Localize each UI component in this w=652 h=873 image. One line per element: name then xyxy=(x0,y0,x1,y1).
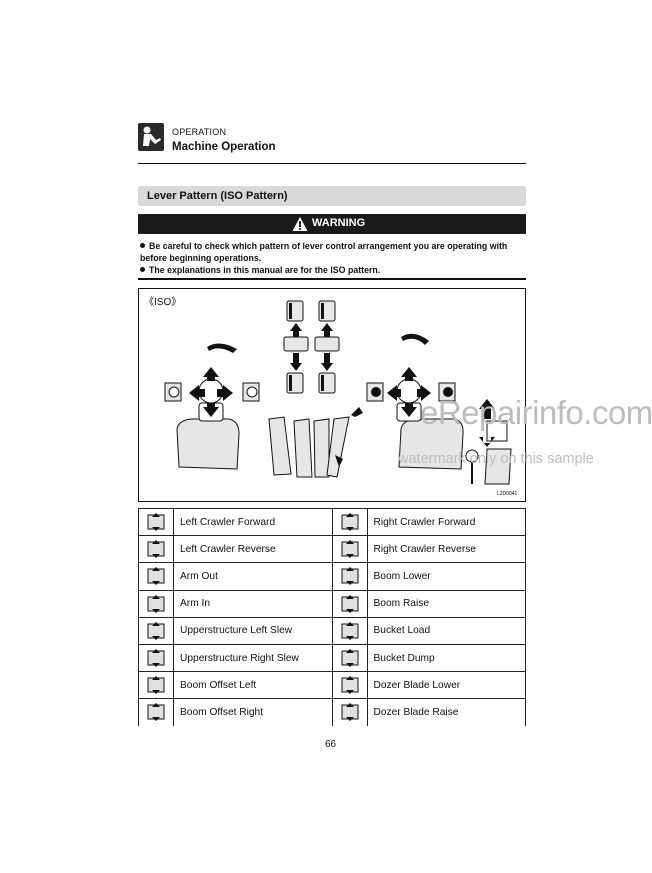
legend-table: Left Crawler Forward Right Crawler Forwar… xyxy=(138,507,526,726)
warning-label: WARNING xyxy=(312,217,366,229)
legend-label: Arm In xyxy=(173,589,333,618)
legend-icon-cell xyxy=(138,698,174,726)
warning-bullet: The explanations in this manual are for … xyxy=(140,264,526,276)
legend-label: Dozer Blade Raise xyxy=(366,698,526,726)
bucket-load-icon xyxy=(339,621,361,641)
legend-icon-cell xyxy=(138,616,174,645)
legend-label: Arm Out xyxy=(173,562,333,591)
legend-label: Dozer Blade Lower xyxy=(366,671,526,700)
legend-icon-cell xyxy=(331,698,368,726)
warning-bullet-text: The explanations in this manual are for … xyxy=(149,265,381,275)
lever-pattern-illustration: L2D0041 xyxy=(164,300,518,497)
legend-icon-cell xyxy=(331,643,368,673)
legend-icon-cell xyxy=(331,535,368,564)
page-number: 66 xyxy=(325,739,337,750)
bucket-dump-icon xyxy=(339,648,361,668)
warning-divider xyxy=(138,278,526,280)
section-title-bar xyxy=(138,186,526,206)
header-title: Machine Operation xyxy=(172,141,276,153)
arm-out-icon xyxy=(145,566,167,586)
header-section-label: OPERATION xyxy=(172,127,227,137)
legend-label: Right Crawler Forward xyxy=(366,507,526,537)
legend-icon-cell xyxy=(138,535,174,564)
legend-label: Left Crawler Forward xyxy=(173,507,333,537)
legend-row: Upperstructure Left Slew Bucket Load xyxy=(138,616,526,645)
legend-label: Upperstructure Right Slew xyxy=(173,643,333,673)
figure-code: L2D0041 xyxy=(497,491,518,497)
crawler-reverse-icon xyxy=(339,539,361,559)
legend-icon-cell xyxy=(138,589,174,618)
watermark-site: eRepairinfo.com xyxy=(420,394,652,431)
crawler-forward-icon xyxy=(339,512,361,532)
legend-row: Left Crawler Reverse Right Crawler Revers… xyxy=(138,535,526,564)
crawler-forward-icon xyxy=(145,512,167,532)
figure-label: 《ISO》 xyxy=(144,297,182,308)
dozer-raise-icon xyxy=(339,702,361,722)
warning-bar xyxy=(138,214,526,234)
legend-label: Upperstructure Left Slew xyxy=(173,616,333,645)
lever-pattern-figure: L2D0041 xyxy=(138,288,526,502)
legend-icon-cell xyxy=(331,671,368,700)
warning-triangle-icon xyxy=(292,217,308,231)
legend-row: Boom Offset Right Dozer Blade Raise xyxy=(138,698,526,726)
boom-lower-icon xyxy=(339,566,361,586)
watermark-note: watermark only on this sample xyxy=(398,451,594,467)
section-title: Lever Pattern (ISO Pattern) xyxy=(147,190,288,202)
legend-row: Arm In Boom Raise xyxy=(138,589,526,618)
legend-icon-cell xyxy=(138,643,174,673)
legend-icon-cell xyxy=(138,671,174,700)
legend-label: Bucket Load xyxy=(366,616,526,645)
boom-offset-left-icon xyxy=(145,675,167,695)
arm-in-icon xyxy=(145,594,167,614)
legend-icon-cell xyxy=(331,616,368,645)
bullet-icon xyxy=(140,267,145,272)
legend-row: Arm Out Boom Lower xyxy=(138,562,526,591)
slew-right-icon xyxy=(145,648,167,668)
legend-label: Right Crawler Reverse xyxy=(366,535,526,564)
bullet-icon xyxy=(140,243,145,248)
header-divider xyxy=(138,163,526,164)
legend-label: Boom Offset Right xyxy=(173,698,333,726)
crawler-reverse-icon xyxy=(145,539,167,559)
operator-at-controls-icon xyxy=(138,123,164,151)
legend-label: Left Crawler Reverse xyxy=(173,535,333,564)
legend-label: Boom Raise xyxy=(366,589,526,618)
legend-label: Boom Offset Left xyxy=(173,671,333,700)
dozer-lower-icon xyxy=(339,675,361,695)
legend-label: Bucket Dump xyxy=(366,643,526,673)
legend-icon-cell xyxy=(331,589,368,618)
legend-icon-cell xyxy=(331,562,368,591)
legend-row: Left Crawler Forward Right Crawler Forwar… xyxy=(138,507,526,537)
legend-icon-cell xyxy=(138,507,174,537)
legend-row: Upperstructure Right Slew Bucket Dump xyxy=(138,643,526,673)
legend-row: Boom Offset Left Dozer Blade Lower xyxy=(138,671,526,700)
warning-bullet-text: Be careful to check which pattern of lev… xyxy=(140,241,508,263)
legend-label: Boom Lower xyxy=(366,562,526,591)
boom-raise-icon xyxy=(339,594,361,614)
boom-offset-right-icon xyxy=(145,702,167,722)
slew-left-icon xyxy=(145,621,167,641)
legend-icon-cell xyxy=(331,507,368,537)
legend-icon-cell xyxy=(138,562,174,591)
warning-bullet: Be careful to check which pattern of lev… xyxy=(140,240,526,264)
